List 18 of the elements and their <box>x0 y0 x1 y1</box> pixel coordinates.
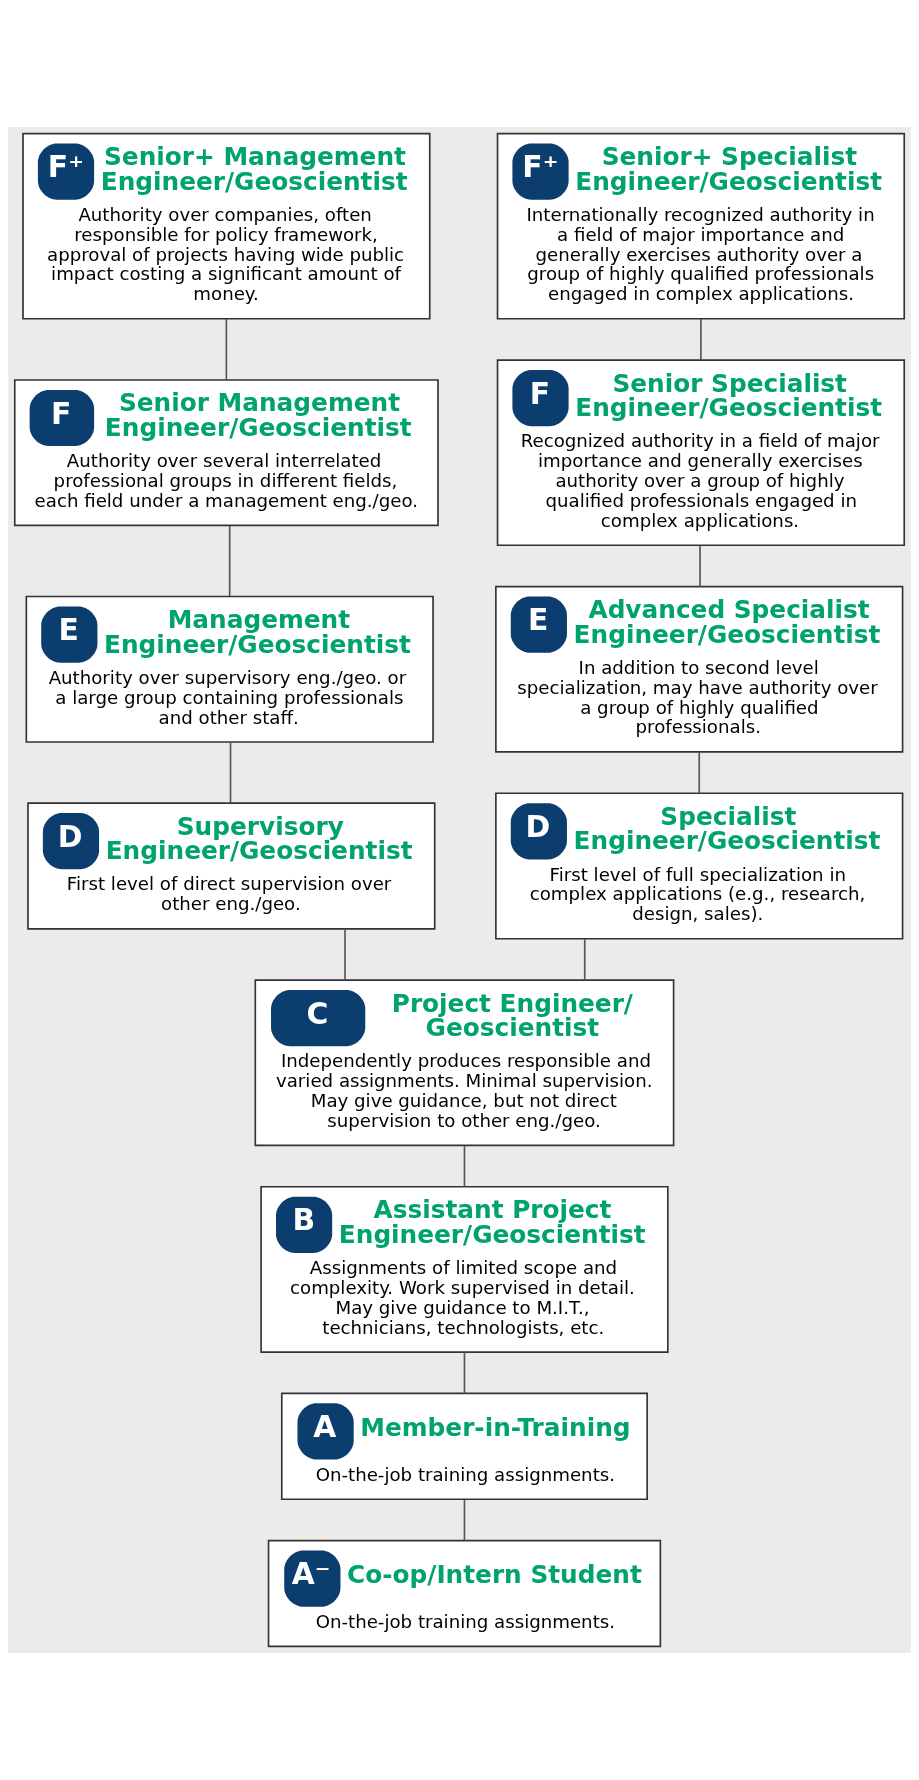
connector <box>463 1351 466 1395</box>
node-box: E Management Engineer/Geoscientist Authority over supervisory eng./geo. or a large group containing professionals and other staff. <box>25 595 434 743</box>
connector <box>229 741 232 804</box>
connector <box>344 928 346 981</box>
node-box: F Senior Specialist Engineer/Geoscientist Recognized authority in a field of major importance and generally exercises authority over a group of highly qualified professionals engaged in complex applications. <box>496 359 906 547</box>
node-box: F Senior Management Engineer/Geoscientist Authority over several interrelated professional groups in different fields, each field under a management eng./geo. <box>13 379 439 527</box>
node-box: A Member-in-Training On-the-job training assignments. <box>280 1392 648 1501</box>
node-box: A⁻ Co-op/Intern Student On-the-job training assignments. <box>267 1539 662 1648</box>
connector <box>700 318 702 361</box>
connector <box>699 545 701 588</box>
connector <box>228 525 231 597</box>
connector <box>463 1144 466 1188</box>
node-box: C Project Engineer/ Geoscientist Independently produces responsible and varied assignments. Minimal supervision. May give guidance, but not direct supervision to other eng./geo. <box>254 979 675 1147</box>
node-box: E Advanced Specialist Engineer/Geoscientist In addition to second level specialization, may have authority over a group of highly qualified professionals. <box>495 585 904 753</box>
connector <box>463 1498 466 1542</box>
connector <box>225 318 228 381</box>
connector <box>583 938 586 981</box>
connector <box>698 751 701 795</box>
